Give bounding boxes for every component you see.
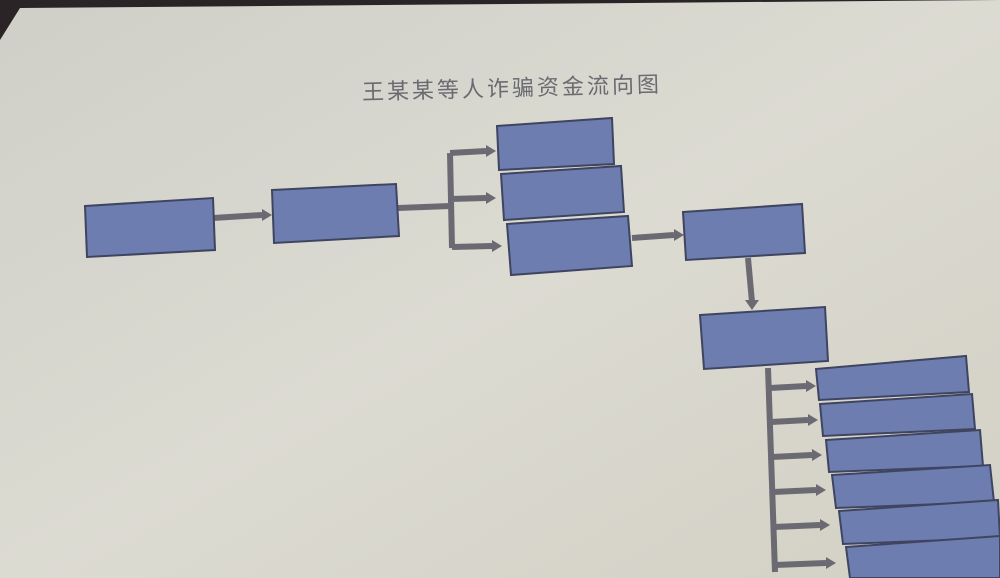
node-n3b [499,164,626,222]
node-n6a [814,354,971,402]
node-n6b [818,392,977,438]
node-n3c [505,214,634,277]
node-n1 [83,196,217,259]
node-n6e [837,498,1000,546]
node-n4 [681,202,807,262]
node-n6f [844,534,1000,578]
node-n3a [495,116,616,172]
connectors [212,145,836,573]
node-n5 [698,305,830,371]
node-boxes [83,116,1000,578]
node-n2 [270,182,401,245]
